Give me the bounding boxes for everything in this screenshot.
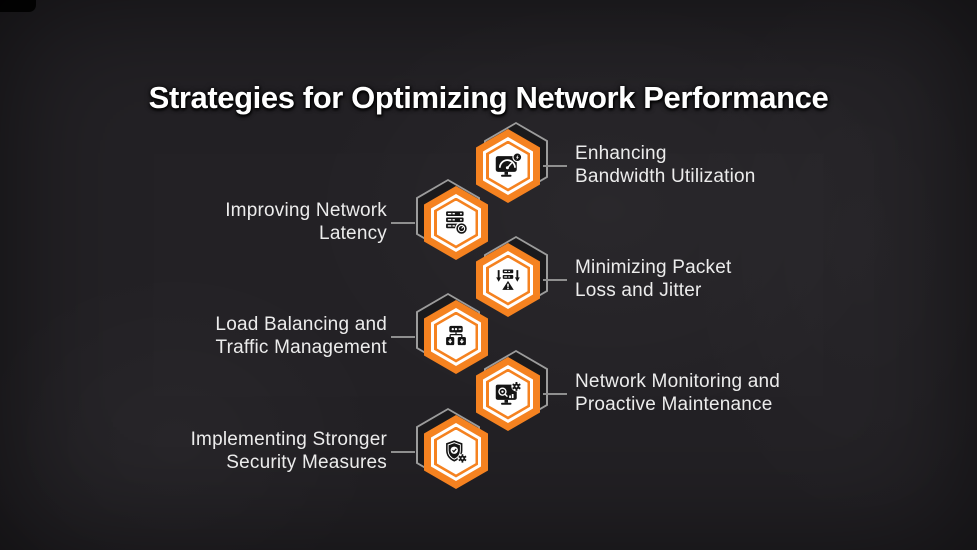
hexagon-badge — [416, 293, 488, 374]
label-line: Minimizing Packet — [575, 257, 732, 278]
hexagon-badge — [476, 236, 548, 317]
packet-loss-warning-icon — [496, 269, 520, 290]
strategy-label: Improving Network Latency — [117, 199, 387, 245]
hexagon-badge — [476, 350, 548, 431]
strategy-label: Enhancing Bandwidth Utilization — [575, 142, 865, 188]
hexagon-badge — [416, 408, 488, 489]
connector-line — [543, 165, 567, 167]
label-line: Traffic Management — [215, 337, 387, 358]
strategy-label: Implementing Stronger Security Measures — [117, 428, 387, 474]
strategy-label: Load Balancing and Traffic Management — [117, 313, 387, 359]
label-line: Loss and Jitter — [575, 280, 702, 301]
label-line: Latency — [319, 223, 387, 244]
connector-line — [391, 222, 415, 224]
page-title: Strategies for Optimizing Network Perfor… — [148, 79, 829, 115]
label-line: Security Measures — [226, 452, 387, 473]
label-line: Enhancing — [575, 143, 667, 164]
strategy-label: Minimizing Packet Loss and Jitter — [575, 256, 865, 302]
label-line: Proactive Maintenance — [575, 394, 773, 415]
connector-line — [391, 336, 415, 338]
label-line: Implementing Stronger — [190, 429, 387, 450]
connector-line — [543, 393, 567, 395]
connector-line — [391, 451, 415, 453]
strategy-label: Network Monitoring and Proactive Mainten… — [575, 370, 865, 416]
hexagon-badge — [416, 179, 488, 260]
hexagon-badge — [476, 122, 548, 203]
label-line: Load Balancing and — [215, 314, 387, 335]
connector-line — [543, 279, 567, 281]
load-balancer-icon — [446, 325, 466, 346]
label-line: Bandwidth Utilization — [575, 166, 756, 187]
label-line: Improving Network — [225, 200, 387, 221]
label-line: Network Monitoring and — [575, 371, 781, 392]
monitor-search-gear-icon — [495, 381, 522, 405]
server-stack-gauge-icon — [446, 211, 469, 236]
speedometer-monitor-icon — [495, 152, 522, 177]
shield-check-gear-icon — [446, 440, 468, 464]
screen-corner-artifact — [0, 0, 36, 12]
